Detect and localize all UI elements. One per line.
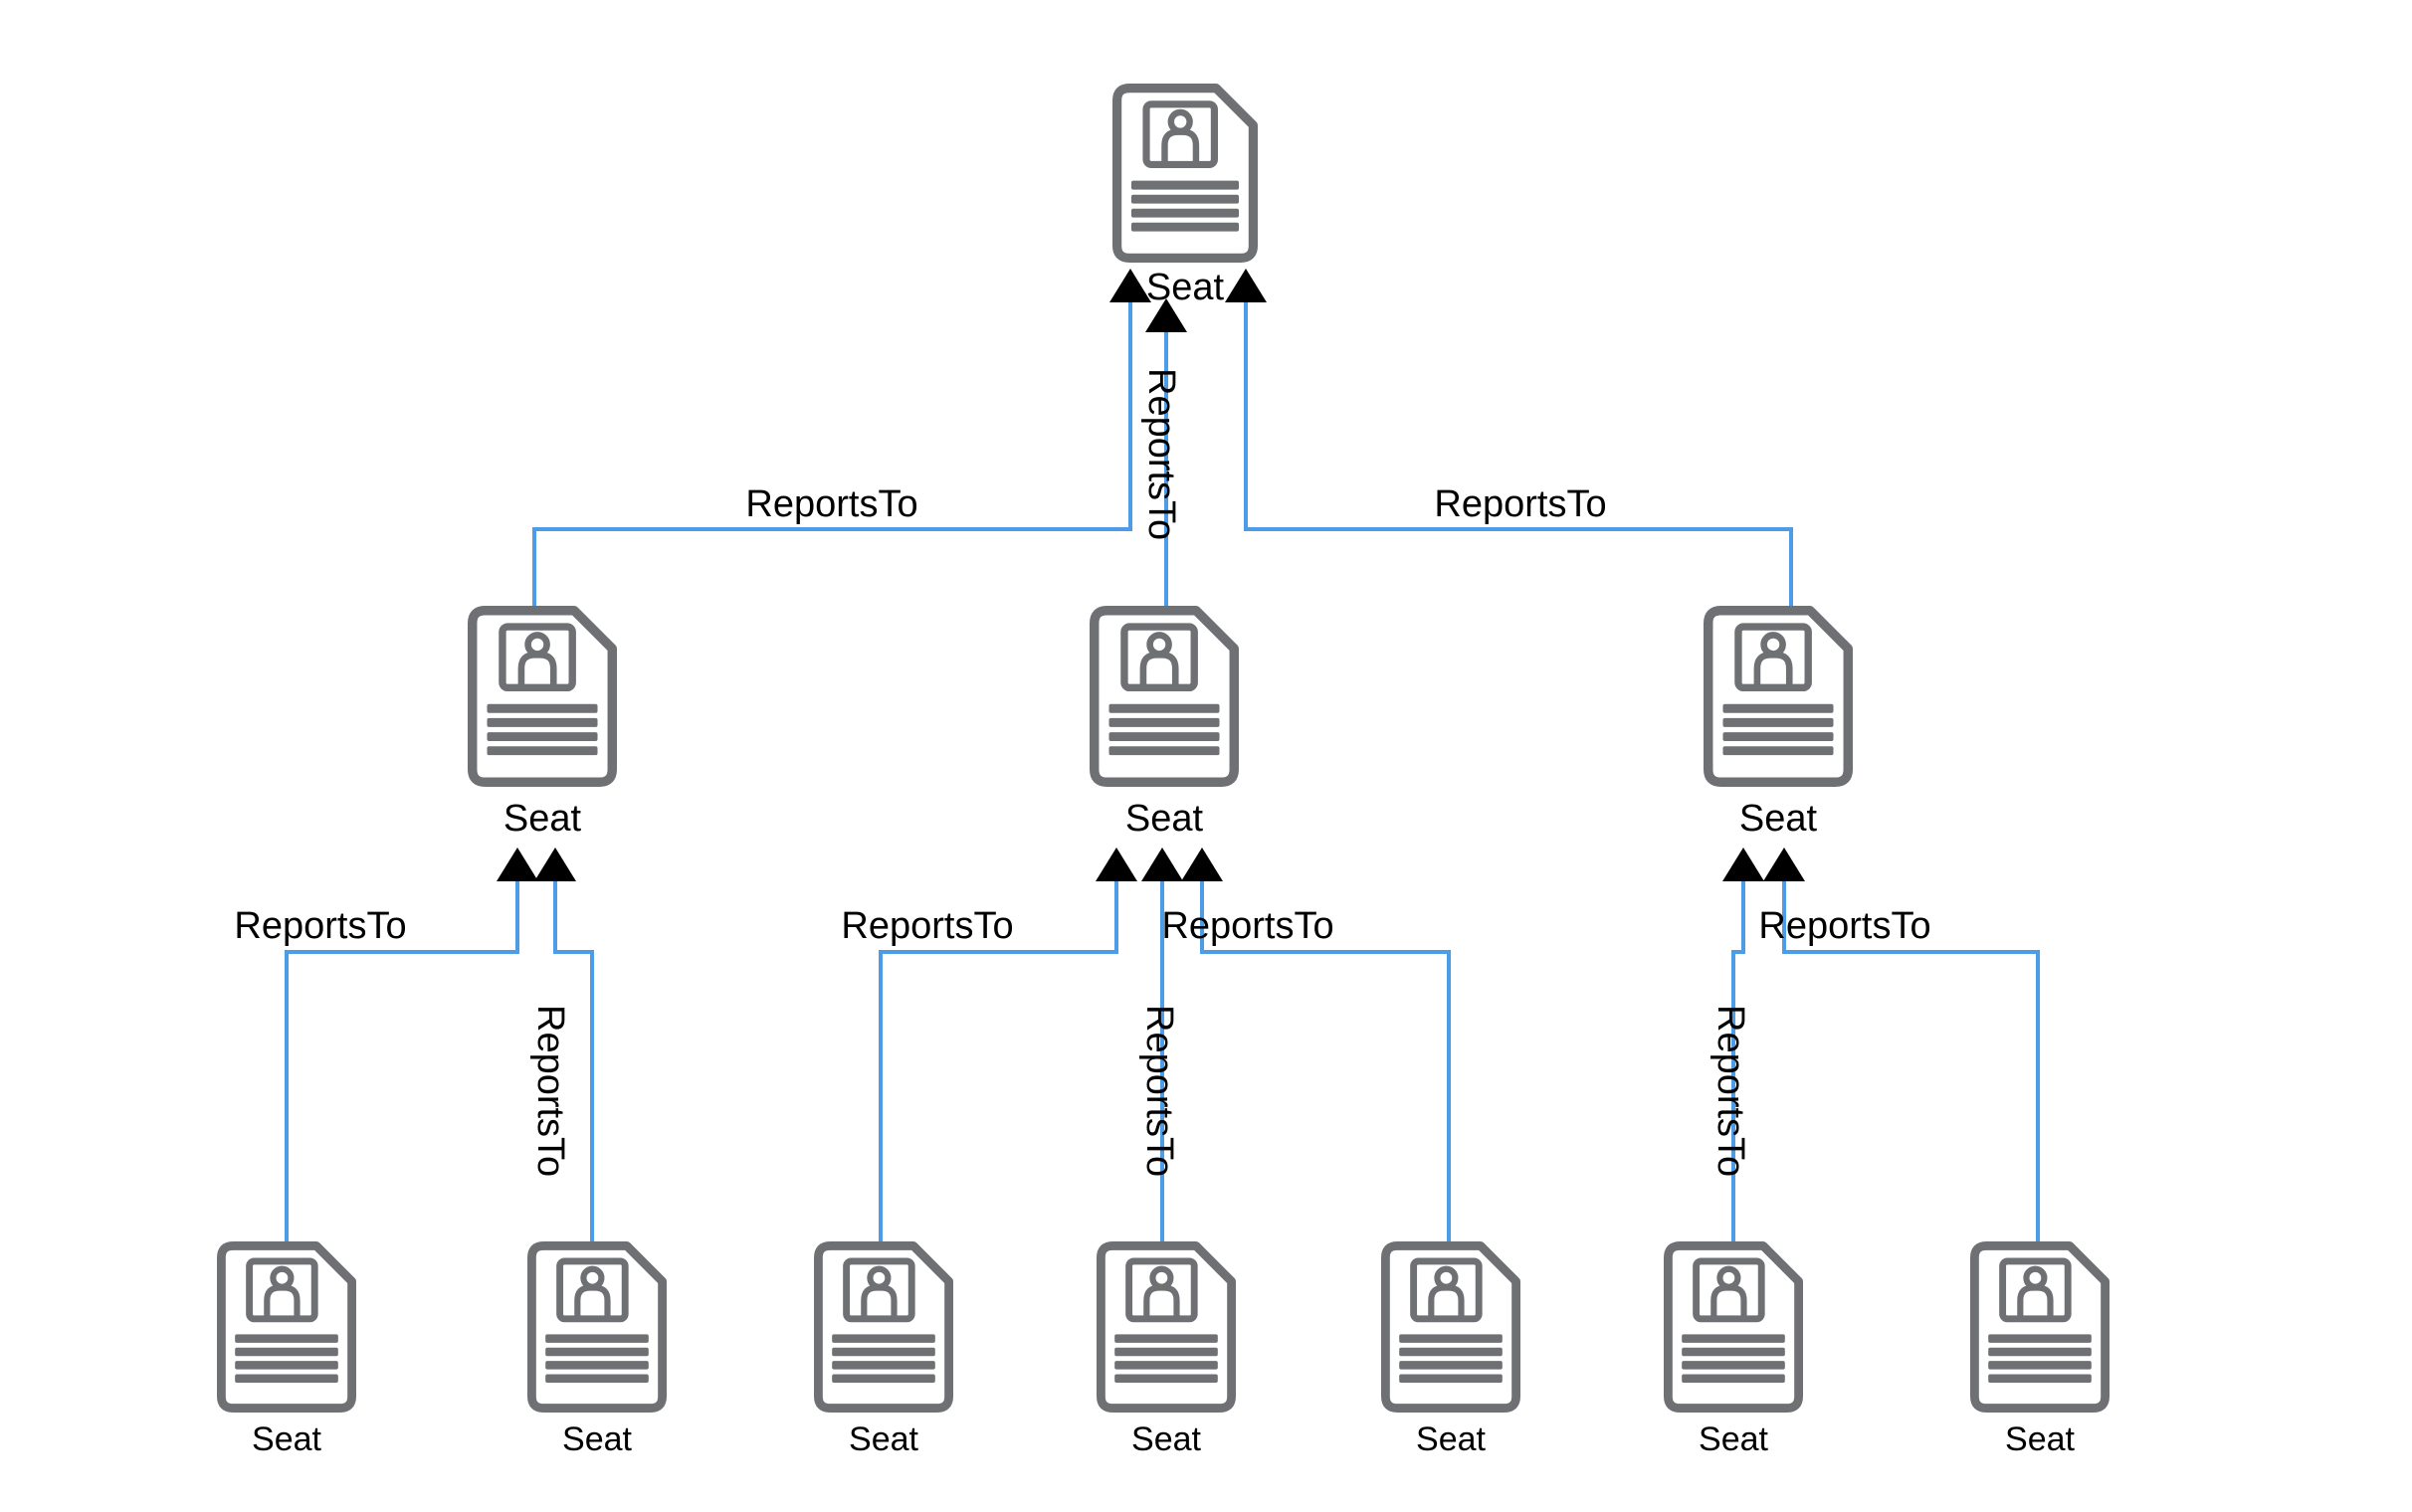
node-seat[interactable]: Seat bbox=[1112, 84, 1258, 308]
node-seat[interactable]: Seat bbox=[1381, 1241, 1520, 1458]
edge-reports-to bbox=[1200, 867, 1451, 1241]
id-card-person-icon bbox=[1097, 1241, 1236, 1418]
edge-label-reports-to: ReportsTo bbox=[1140, 368, 1182, 541]
edge-reports-to bbox=[285, 867, 519, 1241]
edge-reports-to bbox=[532, 288, 1132, 606]
node-seat[interactable]: Seat bbox=[1704, 606, 1853, 840]
id-card-person-icon bbox=[814, 1241, 953, 1413]
node-label: Seat bbox=[252, 1420, 321, 1458]
edge-label-reports-to: ReportsTo bbox=[745, 483, 918, 525]
id-card-person-icon bbox=[527, 1241, 667, 1418]
edge-arrowhead-icon bbox=[1763, 848, 1805, 881]
node-seat[interactable]: Seat bbox=[1090, 606, 1239, 840]
edge-label-reports-to: ReportsTo bbox=[1758, 905, 1931, 947]
edge-label-reports-to: ReportsTo bbox=[1434, 483, 1607, 525]
id-card-person-icon bbox=[1112, 84, 1258, 263]
id-card-person-icon bbox=[217, 1241, 357, 1418]
edge-label-reports-to: ReportsTo bbox=[1161, 905, 1334, 947]
edge-label-reports-to: ReportsTo bbox=[529, 1005, 571, 1178]
id-card-person-icon bbox=[1664, 1241, 1803, 1413]
node-label: Seat bbox=[1131, 1420, 1201, 1458]
edge-reports-to bbox=[553, 867, 594, 1241]
node-label: Seat bbox=[1738, 798, 1818, 840]
node-label: Seat bbox=[1145, 267, 1225, 308]
edge-arrowhead-icon bbox=[497, 848, 538, 881]
node-label: Seat bbox=[1124, 798, 1204, 840]
id-card-person-icon bbox=[1112, 84, 1258, 268]
edge-label-reports-to: ReportsTo bbox=[1138, 1005, 1180, 1178]
node-seat[interactable]: Seat bbox=[1097, 1241, 1236, 1458]
edge-arrowhead-icon bbox=[1181, 848, 1223, 881]
edge-label-reports-to: ReportsTo bbox=[234, 905, 407, 947]
id-card-person-icon bbox=[1090, 606, 1239, 787]
id-card-person-icon bbox=[814, 1241, 953, 1418]
edge-reports-to bbox=[1244, 288, 1793, 606]
node-seat[interactable]: Seat bbox=[814, 1241, 953, 1458]
edge-arrowhead-icon bbox=[534, 848, 576, 881]
node-seat[interactable]: Seat bbox=[527, 1241, 667, 1458]
node-seat[interactable]: Seat bbox=[1970, 1241, 2110, 1458]
id-card-person-icon bbox=[1704, 606, 1853, 792]
edge-reports-to bbox=[879, 867, 1118, 1241]
edge-label-reports-to: ReportsTo bbox=[1709, 1005, 1751, 1178]
edge-arrowhead-icon bbox=[1141, 848, 1183, 881]
edge-arrowhead-icon bbox=[1096, 848, 1137, 881]
id-card-person-icon bbox=[217, 1241, 357, 1413]
id-card-person-icon bbox=[1381, 1241, 1520, 1418]
id-card-person-icon bbox=[1097, 1241, 1236, 1413]
id-card-person-icon bbox=[1970, 1241, 2110, 1418]
id-card-person-icon bbox=[1090, 606, 1239, 792]
node-seat[interactable]: Seat bbox=[1664, 1241, 1803, 1458]
edge-label-reports-to: ReportsTo bbox=[841, 905, 1014, 947]
node-seat[interactable]: Seat bbox=[468, 606, 617, 840]
id-card-person-icon bbox=[1704, 606, 1853, 787]
edge-arrowhead-icon bbox=[1225, 269, 1267, 302]
edge-arrowhead-icon bbox=[1109, 269, 1151, 302]
edge-arrowhead-icon bbox=[1145, 298, 1187, 332]
node-label: Seat bbox=[502, 798, 582, 840]
node-label: Seat bbox=[1416, 1420, 1486, 1458]
node-label: Seat bbox=[2005, 1420, 2075, 1458]
id-card-person-icon bbox=[1664, 1241, 1803, 1418]
node-label: Seat bbox=[849, 1420, 918, 1458]
id-card-person-icon bbox=[468, 606, 617, 787]
node-label: Seat bbox=[1699, 1420, 1768, 1458]
edge-reports-to bbox=[1782, 867, 2040, 1241]
edge-reports-to bbox=[1731, 867, 1745, 1241]
edge-arrowhead-icon bbox=[1722, 848, 1764, 881]
id-card-person-icon bbox=[527, 1241, 667, 1413]
node-label: Seat bbox=[562, 1420, 632, 1458]
node-seat[interactable]: Seat bbox=[217, 1241, 357, 1458]
id-card-person-icon bbox=[1381, 1241, 1520, 1413]
id-card-person-icon bbox=[468, 606, 617, 792]
id-card-person-icon bbox=[1970, 1241, 2110, 1413]
